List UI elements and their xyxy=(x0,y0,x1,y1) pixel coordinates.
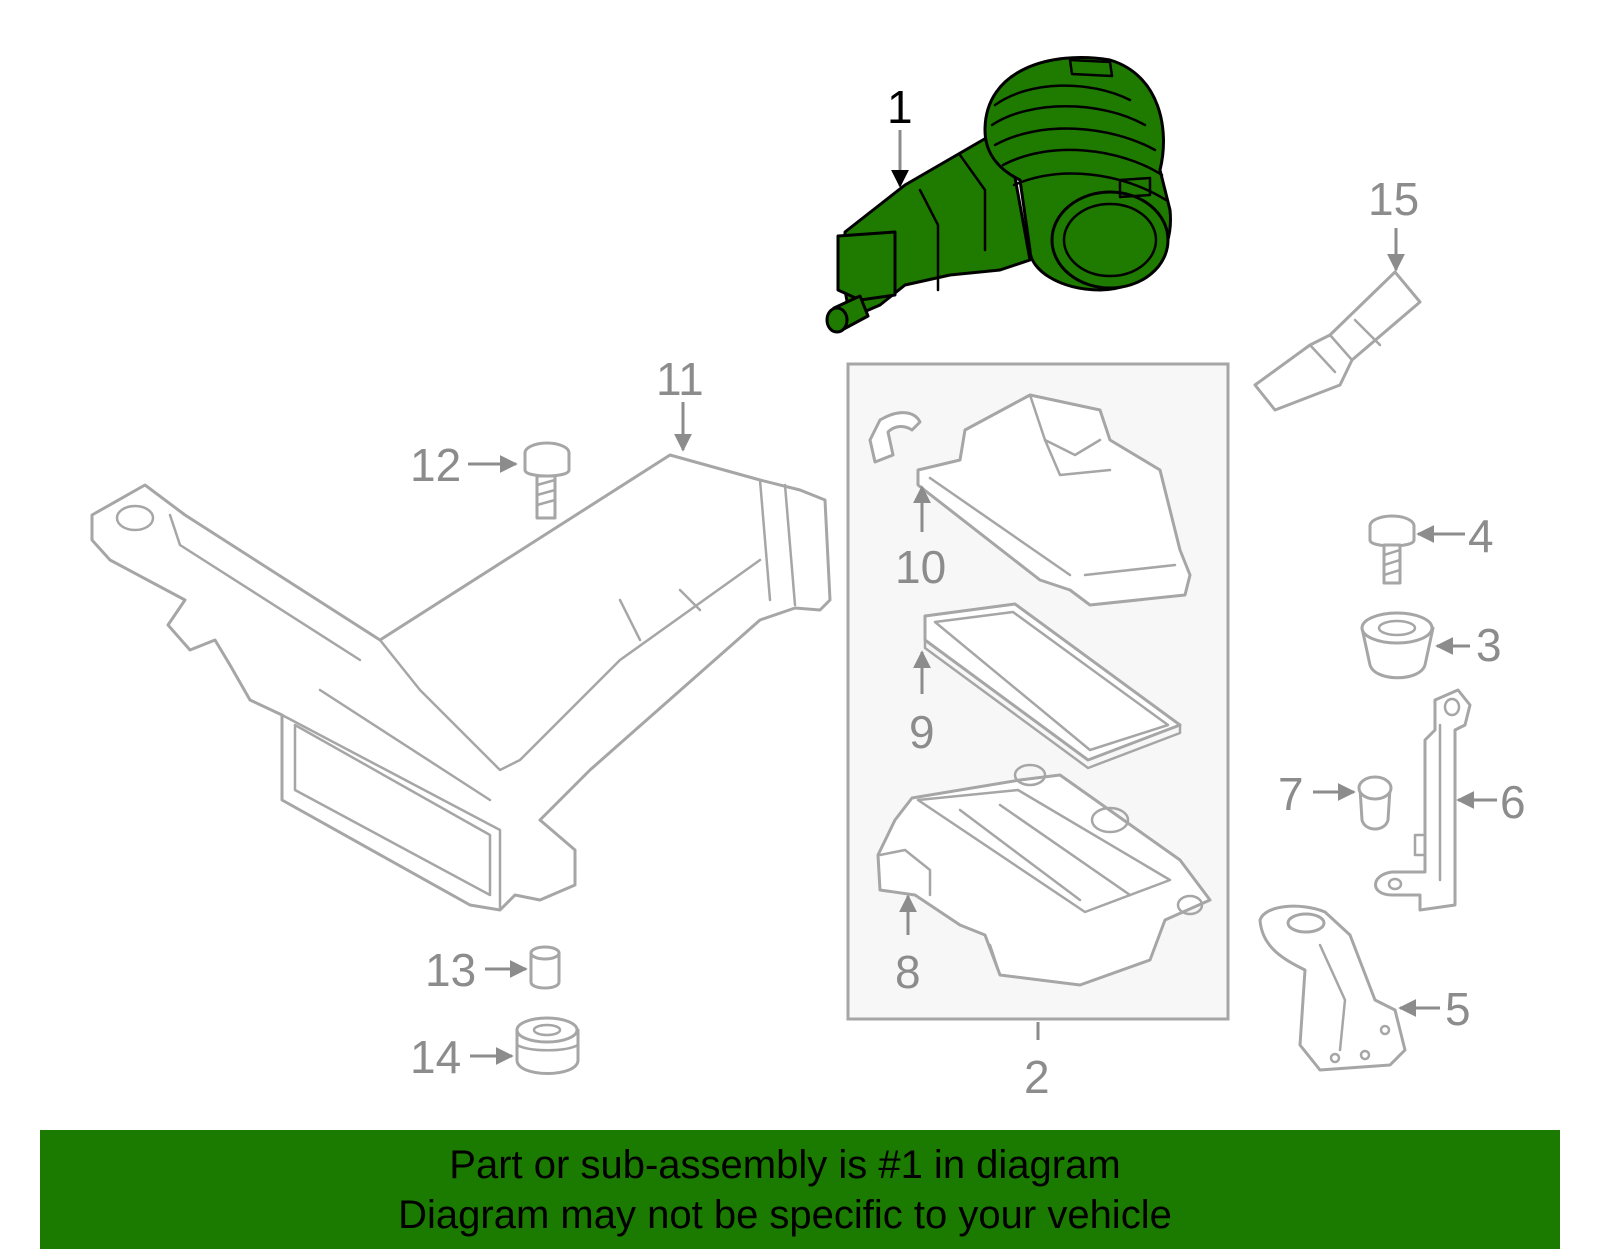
part-3-grommet[interactable] xyxy=(1360,611,1435,680)
callout-2: 2 xyxy=(1024,1022,1050,1103)
svg-text:11: 11 xyxy=(656,353,704,405)
svg-text:2: 2 xyxy=(1024,1051,1050,1103)
svg-text:9: 9 xyxy=(909,706,935,758)
svg-text:6: 6 xyxy=(1500,776,1526,828)
svg-text:14: 14 xyxy=(410,1031,461,1083)
banner-line-2: Diagram may not be specific to your vehi… xyxy=(398,1193,1172,1237)
callout-9: 9 xyxy=(909,650,935,758)
part-13-collar[interactable] xyxy=(529,945,561,990)
part-11-air-intake-duct[interactable] xyxy=(90,453,832,912)
banner-line-1: Part or sub-assembly is #1 in diagram xyxy=(449,1143,1121,1187)
part-8-air-cleaner-lower-case[interactable] xyxy=(876,763,1212,987)
callout-15: 15 xyxy=(1368,173,1419,272)
svg-text:7: 7 xyxy=(1278,768,1304,820)
part-15-sensor[interactable] xyxy=(1253,270,1422,412)
callout-3: 3 xyxy=(1435,619,1502,671)
callout-14: 14 xyxy=(410,1031,514,1083)
callout-6: 6 xyxy=(1456,776,1526,828)
svg-text:8: 8 xyxy=(895,946,921,998)
part-9-air-filter-element[interactable] xyxy=(923,602,1182,770)
svg-text:3: 3 xyxy=(1476,619,1502,671)
parts-diagram: 1 2 3 4 5 6 7 8 9 10 11 xyxy=(90,56,1526,1103)
svg-text:12: 12 xyxy=(410,439,461,491)
svg-text:13: 13 xyxy=(425,944,476,996)
svg-text:4: 4 xyxy=(1468,510,1494,562)
info-banner: Part or sub-assembly is #1 in diagram Di… xyxy=(40,1130,1560,1249)
callout-11: 11 xyxy=(656,353,704,452)
part-1-mass-air-flow-sensor[interactable] xyxy=(825,56,1172,334)
part-10-air-cleaner-upper-cover[interactable] xyxy=(868,393,1192,607)
part-12-bolt[interactable] xyxy=(523,441,571,520)
svg-text:10: 10 xyxy=(895,541,946,593)
callout-1: 1 xyxy=(887,81,913,188)
part-5-bracket[interactable] xyxy=(1258,904,1407,1072)
callout-12: 12 xyxy=(410,439,518,491)
part-7-clip[interactable] xyxy=(1357,775,1393,831)
callout-4: 4 xyxy=(1416,510,1494,562)
callout-13: 13 xyxy=(425,944,528,996)
svg-text:15: 15 xyxy=(1368,173,1419,225)
callout-7: 7 xyxy=(1278,768,1356,820)
callout-5: 5 xyxy=(1398,983,1471,1035)
svg-text:1: 1 xyxy=(887,81,913,133)
callout-8: 8 xyxy=(895,894,921,998)
part-6-bracket[interactable] xyxy=(1374,688,1472,912)
part-4-bolt[interactable] xyxy=(1368,514,1416,585)
callout-10: 10 xyxy=(895,485,946,593)
svg-text:5: 5 xyxy=(1445,983,1471,1035)
part-14-grommet[interactable] xyxy=(515,1016,580,1075)
